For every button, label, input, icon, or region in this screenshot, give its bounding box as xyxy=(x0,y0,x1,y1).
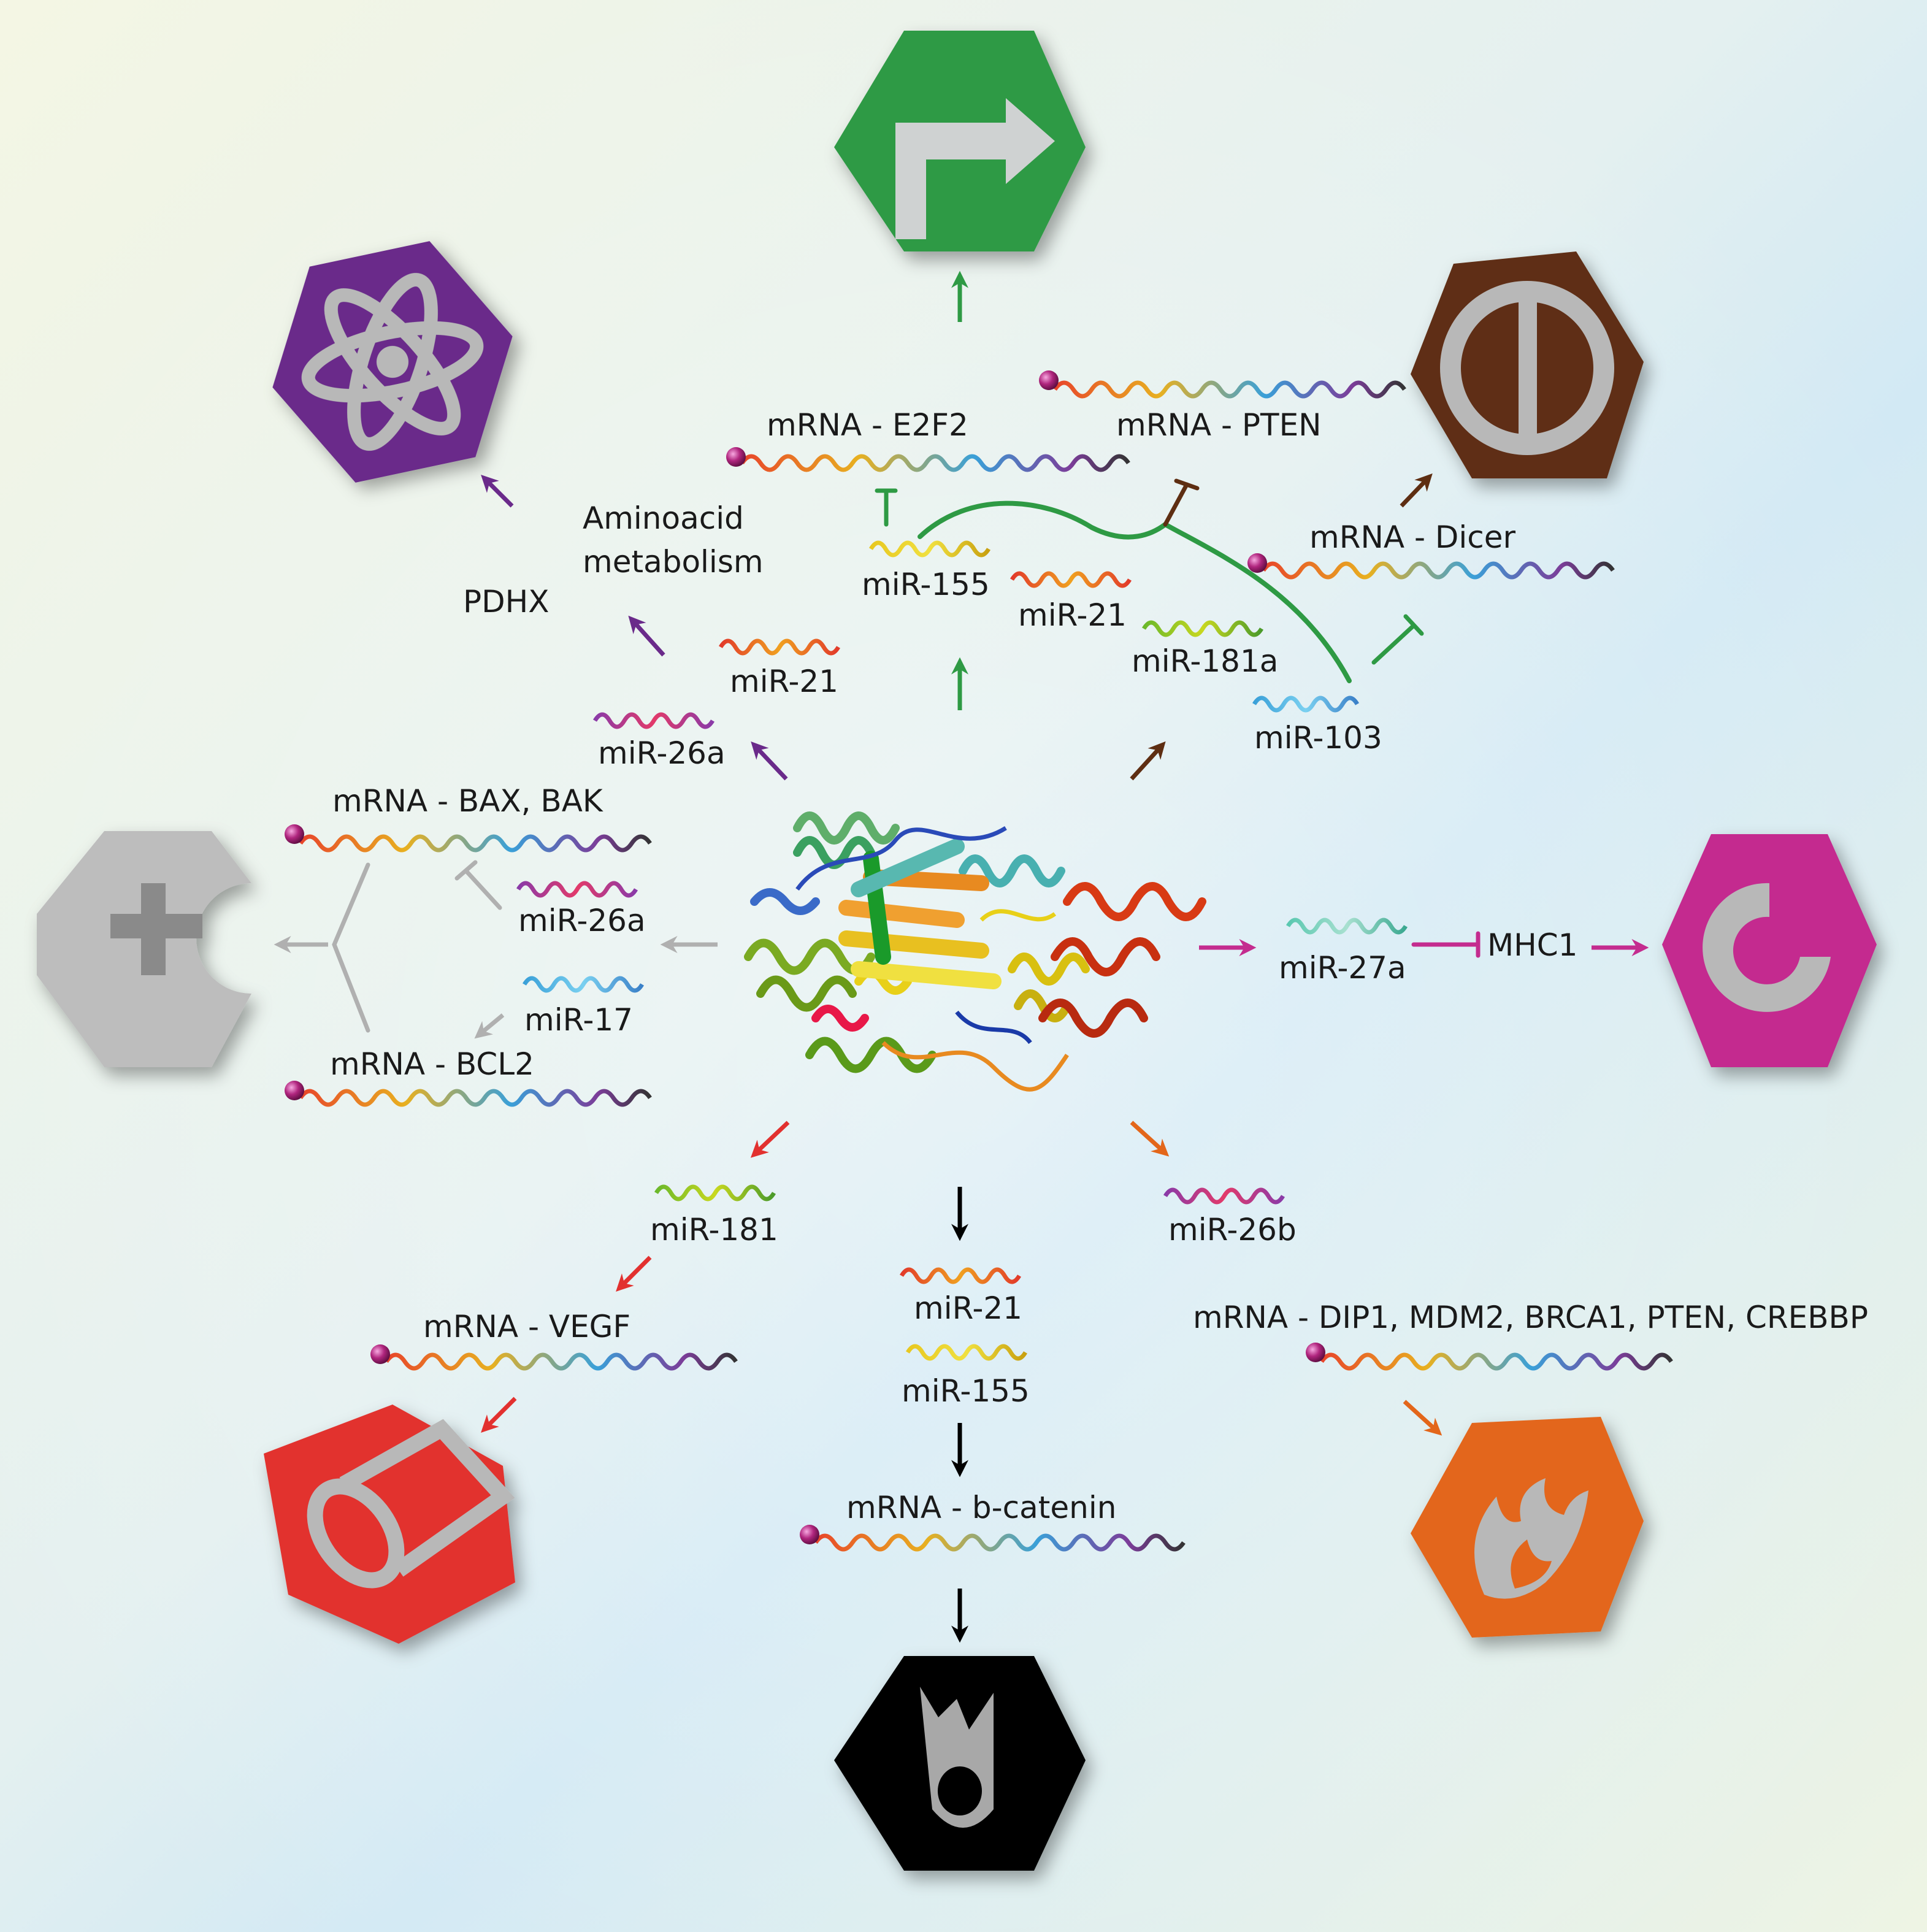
label-metabolism: metabolism xyxy=(583,544,764,580)
proliferation-signal-icon xyxy=(834,31,1086,251)
inflammation-icon xyxy=(1411,1417,1644,1638)
label-mir103: miR-103 xyxy=(1254,720,1382,756)
label-mir181a: miR-181a xyxy=(1132,643,1278,679)
label-mrna-dicer: mRNA - Dicer xyxy=(1309,519,1516,555)
label-aminoacid: Aminoacid xyxy=(583,500,744,536)
label-mrna-vegf: mRNA - VEGF xyxy=(423,1309,630,1344)
label-mir27a: miR-27a xyxy=(1279,950,1406,986)
apoptosis-resistance-icon xyxy=(37,831,251,1067)
metabolism-atom-icon xyxy=(272,241,513,483)
label-mir17: miR-17 xyxy=(524,1002,633,1038)
inhibition-connectors xyxy=(332,478,1481,1033)
label-mhc1: MHC1 xyxy=(1487,927,1577,963)
label-mir26b: miR-26b xyxy=(1168,1212,1297,1248)
immune-evasion-icon xyxy=(1662,834,1877,1067)
label-mrna-multi: mRNA - DIP1, MDM2, BRCA1, PTEN, CREBBP xyxy=(1193,1300,1868,1335)
label-mir26a-left: miR-26a xyxy=(518,903,646,938)
label-mir26a-top: miR-26a xyxy=(598,735,726,771)
label-mir21-left: miR-21 xyxy=(730,664,838,699)
label-mrna-b-catenin: mRNA - b-catenin xyxy=(846,1490,1116,1525)
angiogenesis-vessel-icon xyxy=(264,1405,515,1644)
protein-structure-ribbon xyxy=(744,811,1206,1092)
label-mir181: miR-181 xyxy=(650,1212,778,1248)
labels: mRNA - E2F2 mRNA - PTEN mRNA - Dicer Ami… xyxy=(330,407,1868,1525)
label-mrna-bcl2: mRNA - BCL2 xyxy=(330,1046,534,1082)
growth-suppressor-evasion-icon xyxy=(1411,251,1644,478)
label-mrna-pten: mRNA - PTEN xyxy=(1116,407,1322,443)
label-mrna-e2f2: mRNA - E2F2 xyxy=(767,407,968,443)
invasion-metastasis-icon xyxy=(834,1656,1086,1871)
label-mir21-top: miR-21 xyxy=(1018,597,1127,633)
label-mir21-bottom: miR-21 xyxy=(914,1290,1022,1326)
label-pdhx: PDHX xyxy=(463,584,550,619)
label-mir155-bottom: miR-155 xyxy=(902,1373,1030,1409)
mirna-strands xyxy=(516,540,1408,1361)
label-mrna-bax-bak: mRNA - BAX, BAK xyxy=(332,783,603,819)
mrna-cap-beads xyxy=(285,370,1325,1544)
arrows xyxy=(274,270,1649,1643)
mrna-strands xyxy=(299,380,1673,1552)
label-mir155-top: miR-155 xyxy=(862,567,990,602)
